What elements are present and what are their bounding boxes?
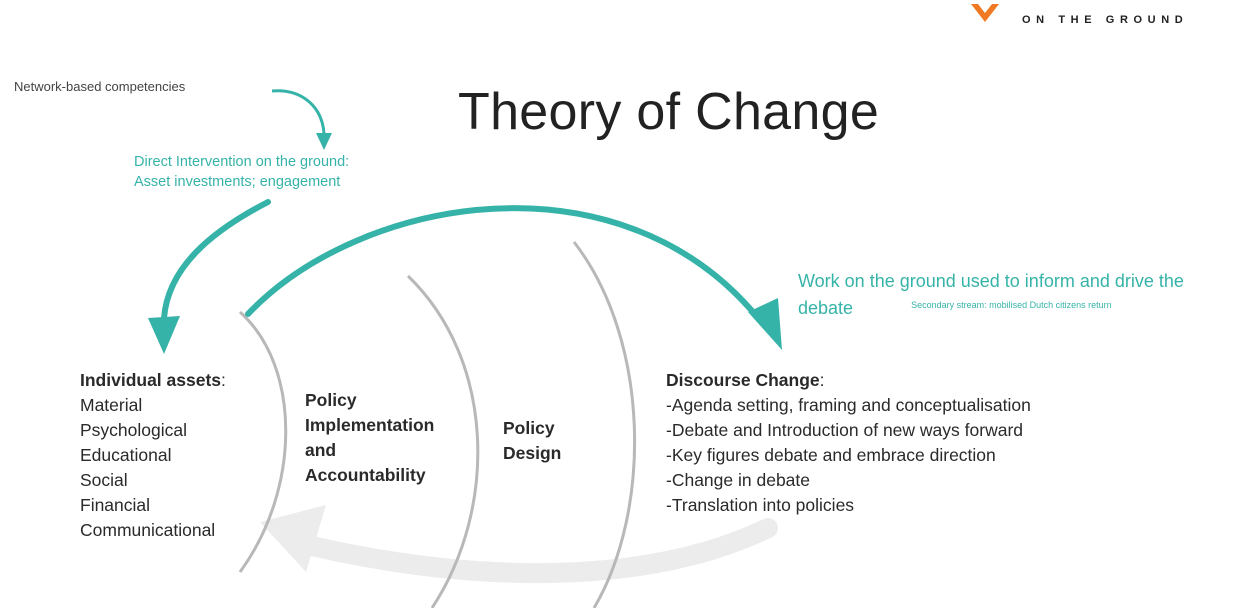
intervention-arrow-shaft (161, 199, 271, 321)
policy-design-label: Policy Design (503, 416, 593, 466)
discourse-change-block: Discourse Change: -Agenda setting, frami… (666, 368, 1031, 518)
discourse-item: -Key figures debate and embrace directio… (666, 445, 996, 465)
policy-design-line-2: Design (503, 443, 562, 463)
discourse-change-colon: : (819, 370, 825, 390)
direct-intervention-label: Direct Intervention on the ground: Asset… (134, 152, 349, 192)
secondary-stream-note: Secondary stream: mobilised Dutch citize… (911, 300, 1112, 310)
work-ground-line-2: debate (798, 298, 854, 318)
asset-item: Financial (80, 495, 151, 515)
asset-item: Psychological (80, 420, 187, 440)
arc-outer (572, 241, 637, 608)
individual-assets-colon: : (221, 370, 226, 390)
discourse-item: -Debate and Introduction of new ways for… (666, 420, 1023, 440)
intervention-line-2: Asset investments; engagement (134, 174, 341, 190)
diagram-title: Theory of Change (458, 83, 880, 141)
big-arc-head (748, 298, 782, 350)
brand-name: ON THE GROUND (1022, 14, 1189, 26)
policy-impl-line-3: and (305, 440, 337, 460)
discourse-item: -Change in debate (666, 470, 810, 490)
network-arrow-head (316, 133, 332, 150)
work-ground-line-1: Work on the ground used to inform and dr… (798, 271, 1184, 291)
individual-assets-heading: Individual assets (80, 370, 222, 390)
policy-impl-line-4: Accountability (305, 465, 426, 485)
brand-logo-icon (971, 4, 999, 22)
policy-impl-line-2: Implementation (305, 415, 435, 435)
work-on-ground-label: Work on the ground used to inform and dr… (798, 268, 1258, 322)
asset-item: Social (80, 470, 128, 490)
intervention-arrow-head (148, 316, 180, 354)
return-arrow-head (260, 505, 326, 572)
discourse-change-heading: Discourse Change (666, 370, 820, 390)
network-arrow-shaft (271, 89, 326, 137)
asset-item: Educational (80, 445, 172, 465)
arc-middle (406, 274, 480, 608)
big-arc-shaft (245, 205, 761, 321)
individual-assets-block: Individual assets: Material Psychologica… (80, 368, 226, 543)
discourse-item: -Translation into policies (666, 495, 855, 515)
policy-impl-line-1: Policy (305, 390, 357, 410)
arc-inner (238, 310, 288, 573)
discourse-item: -Agenda setting, framing and conceptuali… (666, 395, 1031, 415)
policy-design-line-1: Policy (503, 418, 555, 438)
asset-item: Material (80, 395, 143, 415)
network-competencies-note: Network-based competencies (14, 79, 186, 94)
return-arrow-shaft (302, 518, 778, 583)
intervention-line-1: Direct Intervention on the ground: (134, 154, 350, 170)
policy-implementation-label: Policy Implementation and Accountability (305, 388, 475, 488)
asset-item: Communicational (80, 520, 216, 540)
